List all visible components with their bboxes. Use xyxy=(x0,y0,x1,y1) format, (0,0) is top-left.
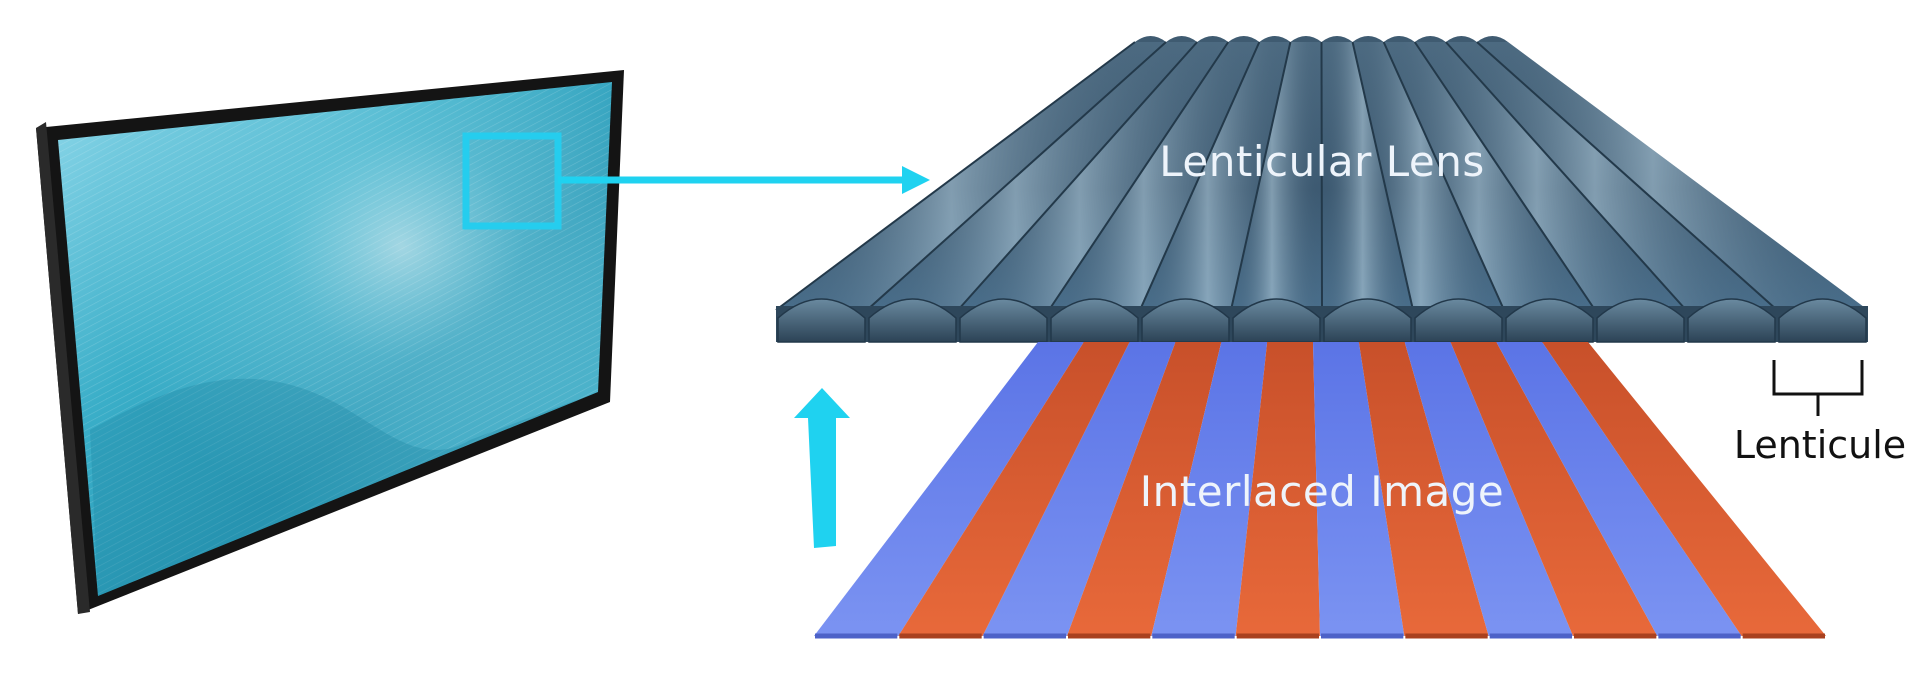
lens-ridge xyxy=(1383,42,1595,310)
stripe-orange xyxy=(1542,342,1826,636)
lens-groove xyxy=(1351,41,1414,311)
lenticular-display-icon xyxy=(36,70,624,614)
lens-end-cap xyxy=(1141,298,1230,343)
lens-end-cap xyxy=(1232,298,1321,343)
stripe-blue xyxy=(1496,342,1742,636)
lens-back-bump xyxy=(1476,36,1508,42)
lenticule-label: Lenticule xyxy=(1734,423,1906,467)
lens-end-cap xyxy=(1323,298,1412,343)
image-label: Interlaced Image xyxy=(1140,467,1504,516)
lens-groove xyxy=(775,41,1136,311)
lens-ridge xyxy=(1476,42,1868,310)
lens-back-bump xyxy=(1383,36,1415,42)
lens-back-bump xyxy=(1197,36,1229,42)
stripe-orange xyxy=(1235,342,1320,636)
lens-groove xyxy=(1382,41,1505,311)
lens-end-cap xyxy=(1414,298,1503,343)
lens-end-caps xyxy=(777,298,1867,343)
lens-end-cap xyxy=(1778,298,1867,343)
lens-end-cap xyxy=(1050,298,1139,343)
stripe-blue xyxy=(982,342,1176,636)
display-screen-shade xyxy=(90,378,598,596)
lens-ridge xyxy=(1231,42,1322,310)
lens-end-cap xyxy=(1596,298,1685,343)
lens-groove xyxy=(1320,41,1323,311)
lens-label: Lenticular Lens xyxy=(1159,137,1485,186)
lens-groove xyxy=(1048,41,1230,311)
lens-groove xyxy=(957,41,1198,311)
lens-ridges xyxy=(775,36,1868,311)
stripe-orange xyxy=(1358,342,1489,636)
stripe-blue xyxy=(814,342,1084,636)
stripe-orange xyxy=(898,342,1130,636)
display-side xyxy=(36,122,90,614)
lenticule-bracket-icon xyxy=(1772,360,1864,416)
lens-ridge xyxy=(776,42,1167,310)
display-screen-texture xyxy=(58,82,612,596)
lens-end-cap xyxy=(868,298,957,343)
stripe-blue xyxy=(1313,342,1405,636)
lens-back-bump xyxy=(1228,36,1260,42)
lens-back-bump xyxy=(1166,36,1198,42)
stripe-orange xyxy=(1067,342,1222,636)
lens-end-cap xyxy=(1505,298,1594,343)
lens-groove xyxy=(1230,41,1292,311)
lens-groove xyxy=(1476,41,1778,311)
lens-end-cap xyxy=(777,298,866,343)
lens-back-bump xyxy=(1352,36,1384,42)
lens-ridge xyxy=(958,42,1229,310)
lens-groove xyxy=(1413,41,1596,311)
lens-back-bump xyxy=(1414,36,1446,42)
lens-ridge xyxy=(1445,42,1777,310)
lens-back-bump xyxy=(1290,36,1322,42)
lens-back-bump xyxy=(1135,36,1167,42)
lenticular-lens xyxy=(775,36,1868,343)
lens-back-bump xyxy=(1445,36,1477,42)
lens-back-bump xyxy=(1259,36,1291,42)
lens-groove xyxy=(866,41,1167,311)
stripe-blue xyxy=(1404,342,1573,636)
lens-groove xyxy=(1445,41,1687,311)
lens-groove xyxy=(1139,41,1261,311)
stripe-orange xyxy=(1450,342,1658,636)
lens-ridge xyxy=(1049,42,1260,310)
lens-ridge xyxy=(1140,42,1291,310)
lens-ridge xyxy=(1352,42,1504,310)
lens-ridge xyxy=(867,42,1198,310)
lens-end-cap xyxy=(959,298,1048,343)
interlaced-image xyxy=(814,342,1826,639)
lens-ridge xyxy=(1414,42,1686,310)
arrow-right-icon xyxy=(558,166,930,194)
lens-end-cap xyxy=(1687,298,1776,343)
stripe-blue xyxy=(1151,342,1268,636)
lens-back-bump xyxy=(1321,36,1353,42)
lens-ridge xyxy=(1321,42,1413,310)
arrow-up-icon xyxy=(794,388,850,548)
lens-front-edge xyxy=(776,306,1868,342)
